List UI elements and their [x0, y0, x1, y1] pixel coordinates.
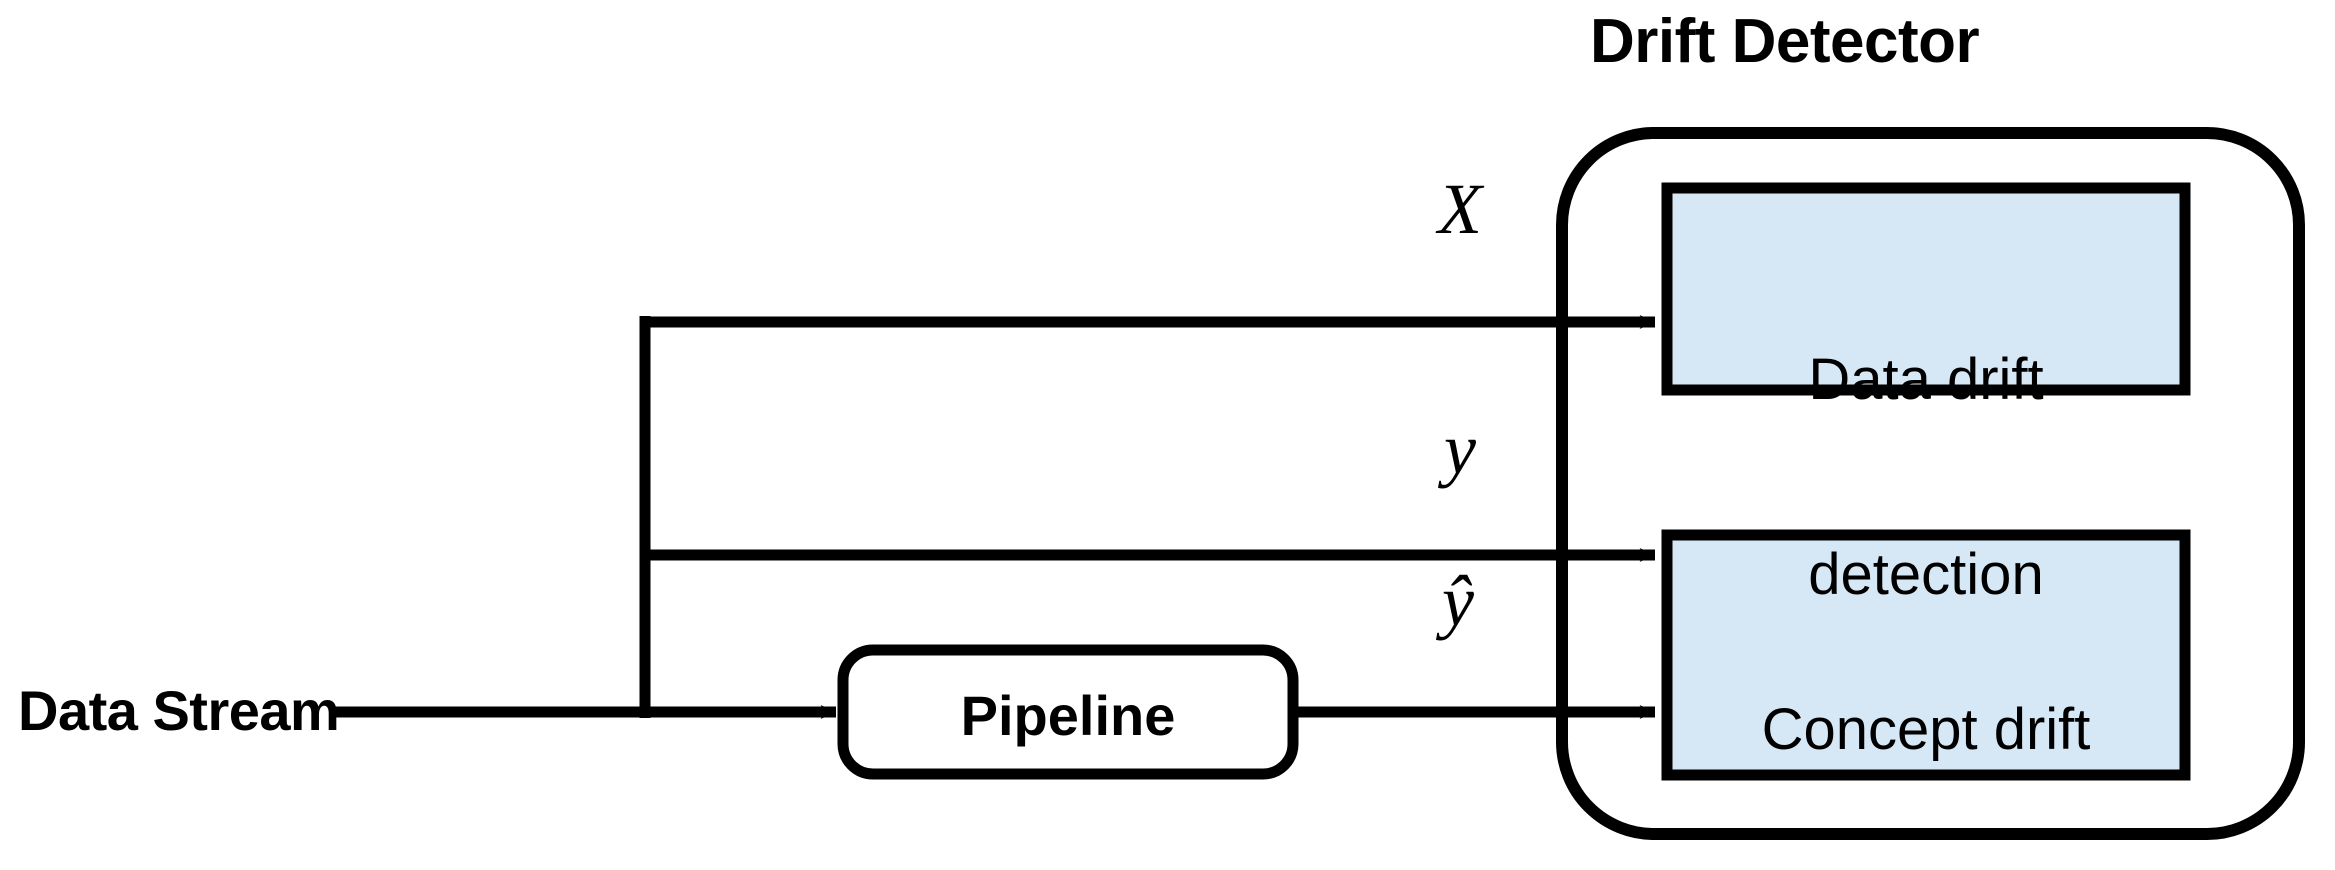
data-drift-detection-label: Data drift detection	[1667, 218, 2185, 738]
data-drift-line-1: Data drift	[1808, 346, 2044, 412]
concept-drift-detection-label: Concept drift detection	[1667, 568, 2185, 870]
data-drift-line-2: detection	[1808, 541, 2044, 607]
edge-label-x: X	[1438, 169, 1482, 249]
concept-drift-detection-box[interactable]	[1661, 529, 2191, 781]
data-drift-detection-box[interactable]	[1661, 182, 2191, 396]
pipeline-label: Pipeline	[960, 684, 1176, 747]
edge-label-y: y	[1444, 409, 1476, 489]
concept-drift-line-1: Concept drift	[1761, 696, 2091, 762]
edge-label-y-hat: ŷ	[1442, 561, 1474, 641]
drift-detector-title: Drift Detector	[1590, 7, 1980, 76]
pipeline-box[interactable]	[837, 644, 1299, 780]
data-stream-label: Data Stream	[18, 679, 340, 742]
